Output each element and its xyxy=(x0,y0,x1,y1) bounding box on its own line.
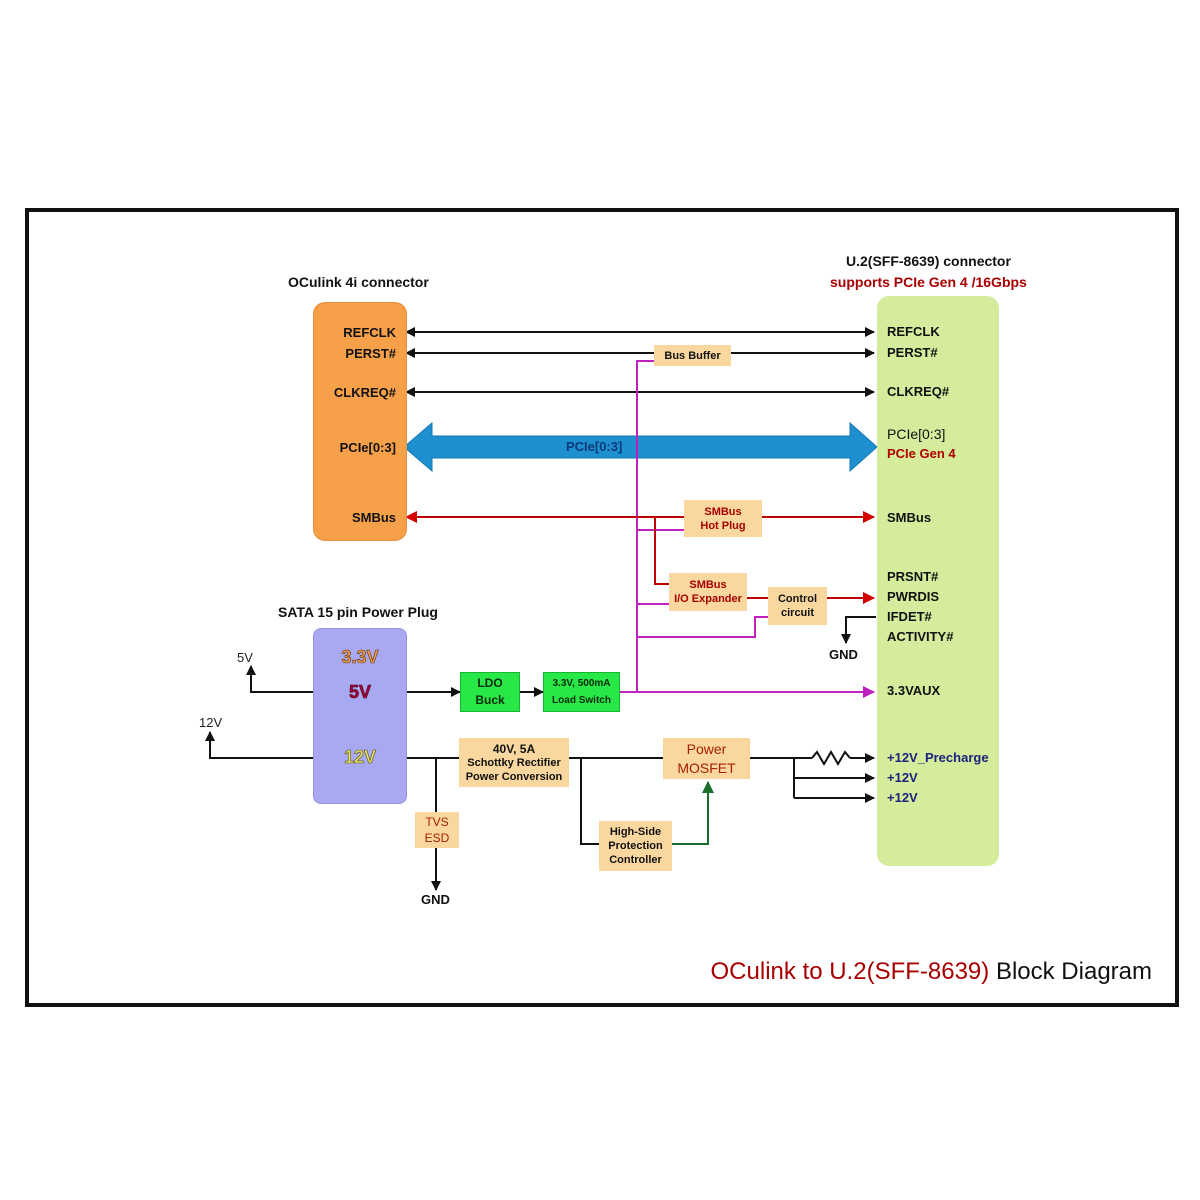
precharge-resistor xyxy=(811,750,851,766)
load-switch-block: 3.3V, 500mA Load Switch xyxy=(543,672,620,712)
schottky-line3: Power Conversion xyxy=(465,770,563,783)
load-switch-line2: Load Switch xyxy=(552,695,611,706)
u2-pin-pcie-gen: PCIe Gen 4 xyxy=(887,446,956,461)
out-12v-line xyxy=(205,731,313,759)
schottky-line2: Schottky Rectifier xyxy=(467,756,561,769)
oculink-pin-clkreq: CLKREQ# xyxy=(333,385,396,400)
u2-subtitle: supports PCIe Gen 4 /16Gbps xyxy=(830,274,1027,290)
oculink-title: OCulink 4i connector xyxy=(288,274,429,290)
load-switch-line1: 3.3V, 500mA xyxy=(552,678,611,689)
diagram-title-black: Block Diagram xyxy=(995,958,1152,985)
schottky-line1: 40V, 5A xyxy=(492,741,536,756)
u2-pin-smbus: SMBus xyxy=(887,510,932,525)
rail-5v: 5V xyxy=(348,682,372,703)
smbus-hot-plug-block: SMBus Hot Plug xyxy=(684,500,762,537)
u2-pin-clkreq: CLKREQ# xyxy=(887,384,950,399)
ifdet-gnd-line xyxy=(841,616,876,644)
tvs-esd-block: TVS ESD xyxy=(415,812,459,848)
pcie-double-arrow xyxy=(403,421,878,473)
ldo-buck-block: LDO Buck xyxy=(460,672,520,712)
rail-12v: 12V xyxy=(343,747,377,768)
hsc-line2: Protection xyxy=(608,840,663,852)
power-mosfet-block: Power MOSFET xyxy=(663,738,750,779)
out-5v-line xyxy=(246,665,313,693)
oculink-connector: REFCLK PERST# CLKREQ# PCIe[0:3] SMBus xyxy=(313,302,407,541)
bus-buffer-block: Bus Buffer xyxy=(654,345,731,366)
control-circuit-block: Control circuit xyxy=(768,587,827,625)
aux-bus-lines xyxy=(619,360,875,698)
u2-pin-12v-b: +12V xyxy=(887,790,918,805)
ldo-buck-line2: Buck xyxy=(475,693,505,707)
diagram-title-red: OCulink to U.2(SFF-8639) xyxy=(710,958,990,985)
sata-title: SATA 15 pin Power Plug xyxy=(278,604,438,620)
u2-pin-ifdet: IFDET# xyxy=(887,609,932,624)
smbus-hot-plug-line2: Hot Plug xyxy=(700,519,746,532)
high-side-protection-block: High-Side Protection Controller xyxy=(599,821,672,871)
oculink-pin-perst: PERST# xyxy=(345,346,396,361)
u2-pin-12v-precharge: +12V_Precharge xyxy=(887,750,989,765)
diagram-title: OCulink to U.2(SFF-8639) Block Diagram xyxy=(711,958,1152,986)
ldo-buck-line1: LDO xyxy=(477,676,503,690)
hsc-gate-line xyxy=(672,781,714,845)
smbus-lines xyxy=(405,511,875,604)
u2-pin-3v3aux: 3.3VAUX xyxy=(887,683,941,698)
control-circuit-line2: circuit xyxy=(780,607,814,619)
mosfet-line2: MOSFET xyxy=(677,759,736,776)
sata-power-plug: 3.3V 5V 12V xyxy=(313,628,407,804)
pcie-arrow-label: PCIe[0:3] xyxy=(566,439,623,454)
hsc-line1: High-Side xyxy=(609,826,662,838)
oculink-pin-smbus: SMBus xyxy=(351,510,396,525)
gnd-label-ifdet: GND xyxy=(829,647,858,662)
u2-pin-refclk: REFCLK xyxy=(887,324,940,339)
bus-buffer-label: Bus Buffer xyxy=(664,349,721,362)
out-12v-label: 12V xyxy=(199,715,223,730)
tvs-line1: TVS xyxy=(425,815,449,829)
schottky-rectifier-block: 40V, 5A Schottky Rectifier Power Convers… xyxy=(459,738,569,787)
mosfet-line1: Power xyxy=(686,740,727,757)
tvs-line2: ESD xyxy=(424,831,450,845)
control-circuit-line1: Control xyxy=(777,593,818,605)
smbus-hot-plug-line1: SMBus xyxy=(704,505,742,518)
smbus-io-expander-block: SMBus I/O Expander xyxy=(669,573,747,611)
u2-connector: REFCLK PERST# CLKREQ# PCIe[0:3] PCIe Gen… xyxy=(877,296,999,866)
oculink-pin-pcie: PCIe[0:3] xyxy=(339,440,396,455)
u2-pin-12v-a: +12V xyxy=(887,770,918,785)
io-expander-line1: SMBus xyxy=(689,579,727,591)
io-expander-line2: I/O Expander xyxy=(674,593,742,605)
u2-title: U.2(SFF-8639) connector xyxy=(846,253,1011,269)
rail-3v3: 3.3V xyxy=(341,647,379,668)
u2-pin-pcie: PCIe[0:3] xyxy=(887,426,946,442)
hsc-line3: Controller xyxy=(609,854,662,866)
gnd-label-tvs: GND xyxy=(421,892,450,907)
u2-pin-perst: PERST# xyxy=(887,345,938,360)
out-5v-label: 5V xyxy=(237,650,253,665)
u2-pin-pwrdis: PWRDIS xyxy=(887,589,939,604)
hsc-tap-line xyxy=(580,758,599,845)
u2-pin-prsnt: PRSNT# xyxy=(887,569,939,584)
diagram-frame xyxy=(25,208,1179,1007)
oculink-pin-refclk: REFCLK xyxy=(343,325,396,340)
u2-pin-activity: ACTIVITY# xyxy=(887,629,954,644)
